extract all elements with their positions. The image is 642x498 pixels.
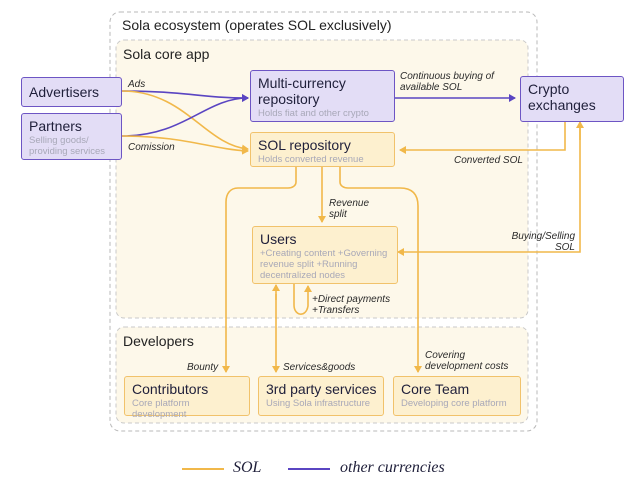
edge-covering-costs — [339, 166, 422, 373]
contributors-node: Contributors Core platform development — [124, 376, 250, 420]
advertisers-node: Advertisers — [21, 77, 122, 107]
developers-title: Developers — [123, 333, 194, 349]
core-team-node: Core Team Developing core platform — [393, 376, 521, 416]
edge-converted-sol — [399, 122, 566, 154]
multi-currency-subtitle: Holds fiat and other crypto — [258, 108, 369, 119]
label-continuous-buying: Continuous buying of available SOL — [400, 71, 494, 93]
crypto-exchanges-title: Crypto exchanges — [528, 81, 596, 113]
partners-node: Partners Selling goods/ providing servic… — [21, 113, 122, 160]
edge-buying-selling — [397, 124, 581, 256]
ecosystem-title: Sola ecosystem (operates SOL exclusively… — [122, 17, 392, 33]
users-title: Users — [260, 231, 297, 247]
label-revenue-split: Revenue split — [329, 198, 370, 220]
partners-subtitle: Selling goods/ providing services — [29, 135, 106, 157]
core-team-subtitle: Developing core platform — [401, 398, 507, 409]
users-node: Users +Creating content +Governing reven… — [252, 226, 398, 284]
label-converted-sol: Converted SOL — [454, 155, 523, 166]
advertisers-title: Advertisers — [29, 84, 100, 100]
edge-ads-purple — [121, 90, 249, 102]
contributors-title: Contributors — [132, 381, 209, 397]
contributors-subtitle: Core platform development — [132, 398, 190, 420]
edge-ads-orange — [121, 90, 249, 153]
core-app-title: Sola core app — [123, 46, 210, 62]
edge-partners-purple — [121, 94, 249, 137]
partners-title: Partners — [29, 118, 82, 134]
core-team-title: Core Team — [401, 381, 470, 397]
sol-repository-node: SOL repository Holds converted revenue — [250, 132, 395, 167]
legend-other-label: other currencies — [340, 459, 445, 476]
multi-currency-title: Multi-currency repository — [258, 75, 346, 107]
label-direct-payments: +Direct payments +Transfers — [312, 294, 391, 316]
third-party-title: 3rd party services — [266, 381, 377, 397]
label-ads: Ads — [128, 79, 146, 90]
label-bounty: Bounty — [187, 362, 219, 373]
label-covering-costs: Covering development costs — [425, 350, 509, 372]
legend-sol-label: SOL — [233, 459, 262, 476]
third-party-node: 3rd party services Using Sola infrastruc… — [258, 376, 384, 416]
users-subtitle: +Creating content +Governing revenue spl… — [260, 248, 388, 281]
third-party-subtitle: Using Sola infrastructure — [266, 398, 371, 409]
ecosystem-region — [109, 11, 538, 432]
edge-partners-orange — [121, 135, 249, 155]
crypto-exchanges-node: Crypto exchanges — [520, 76, 624, 122]
edge-direct-payments-loop — [293, 284, 312, 315]
edge-bounty — [222, 166, 297, 373]
label-buying-selling: Buying/Selling SOL — [511, 231, 575, 253]
label-commission: Comission — [128, 142, 175, 153]
label-services-goods: Services&goods — [283, 362, 356, 373]
multi-currency-node: Multi-currency repository Holds fiat and… — [250, 70, 395, 122]
sol-repository-title: SOL repository — [258, 137, 351, 153]
sol-repository-subtitle: Holds converted revenue — [258, 154, 364, 165]
